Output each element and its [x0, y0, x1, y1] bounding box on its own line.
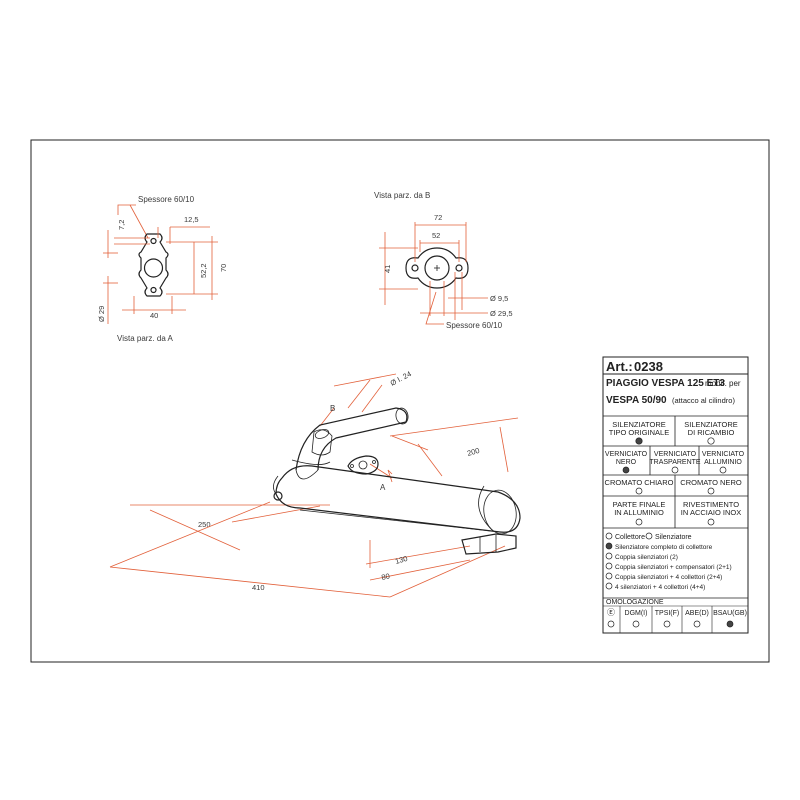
- aluminium-end-checkbox[interactable]: [635, 518, 643, 526]
- chrome-black-label: CROMATO NERO: [680, 478, 742, 487]
- model-line-2: VESPA 50/90: [606, 395, 667, 406]
- homologation-tpsi-checkbox[interactable]: [663, 620, 671, 628]
- option-pair-comp-label: Coppia silenziatori + compensatori (2+1): [615, 564, 732, 571]
- homologation-abe-label: ABE(D): [685, 610, 709, 617]
- chrome-light-label: CROMATO CHIARO: [605, 478, 674, 487]
- homologation-title: OMOLOGAZIONE: [606, 599, 664, 606]
- muffler-isometric: Ø I. 24 200 250 410 130 80: [109, 369, 521, 598]
- option-silencer-checkbox[interactable]: [645, 532, 653, 540]
- original-silencer-label-2: TIPO ORIGINALE: [609, 428, 669, 437]
- view-a-caption: Vista parz. da A: [117, 334, 174, 343]
- option-complete-label: Silenziatore completo di collettore: [615, 544, 713, 551]
- original-silencer-checkbox[interactable]: [635, 437, 643, 445]
- homologation-tpsi-label: TPSI(F): [655, 610, 680, 617]
- steel-cover-label-1: RIVESTIMENTO: [683, 500, 739, 509]
- view-a-dim-70: 70: [219, 264, 228, 272]
- homologation-abe-checkbox[interactable]: [693, 620, 701, 628]
- view-b-dim-41: 41: [383, 265, 392, 273]
- option-pair-comp-checkbox[interactable]: [605, 562, 613, 570]
- view-a-dim-40: 40: [150, 311, 158, 320]
- muffler-mount-flange: [347, 455, 379, 475]
- homologation-dgm-checkbox[interactable]: [632, 620, 640, 628]
- dim-80: 80: [381, 571, 391, 582]
- replacement-silencer-label-1: SILENZIATORE: [684, 420, 738, 429]
- art-prefix: Art.:: [606, 359, 633, 374]
- homologation-bsau-checkbox[interactable]: [726, 620, 734, 628]
- title-block: Art.: 0238 PIAGGIO VESPA 125 ET3 modif. …: [602, 356, 749, 634]
- view-marker-b: B: [330, 404, 335, 413]
- homologation-e-checkbox[interactable]: [607, 620, 615, 628]
- view-b-flange: Vista parz. da B 72 52 41 Ø 9,5 Ø 29,5 S…: [374, 191, 513, 330]
- view-b-flange-outline: [405, 247, 469, 289]
- view-a-dim-12-5: 12,5: [184, 215, 199, 224]
- steel-cover-label-2: IN ACCIAIO INOX: [681, 508, 741, 517]
- option-silencer-label: Silenziatore: [655, 534, 692, 541]
- dim-inner-diameter: Ø I. 24: [389, 369, 413, 388]
- model-line-1: PIAGGIO VESPA 125 ET3: [606, 378, 725, 389]
- model-line-1-rest: modif. per: [705, 379, 741, 388]
- replacement-silencer-checkbox[interactable]: [707, 437, 715, 445]
- view-b-dim-72: 72: [434, 213, 442, 222]
- steel-cover-checkbox[interactable]: [707, 518, 715, 526]
- art-number: 0238: [634, 359, 663, 374]
- original-silencer-label-1: SILENZIATORE: [612, 420, 666, 429]
- option-collector-checkbox[interactable]: [605, 532, 613, 540]
- dim-200: 200: [466, 446, 481, 458]
- muffler-body: [275, 465, 521, 533]
- dim-250: 250: [198, 520, 211, 529]
- finish-clear-label-1: VERNICIATO: [654, 451, 697, 458]
- homologation-bsau-label: BSAU(GB): [713, 610, 747, 617]
- view-a-dim-52-2: 52,2: [199, 263, 208, 278]
- option-complete-checkbox[interactable]: [605, 542, 613, 550]
- option-4-4-label: 4 silenziatori + 4 collettori (4+4): [615, 584, 705, 591]
- view-b-dim-d9-5: Ø 9,5: [490, 294, 508, 303]
- option-collector-label: Collettore: [615, 534, 645, 541]
- finish-aluminium-checkbox[interactable]: [719, 466, 727, 474]
- view-marker-a: A: [380, 483, 386, 492]
- replacement-silencer-label-2: DI RICAMBIO: [688, 428, 735, 437]
- finish-aluminium-label-2: ALLUMINIO: [704, 459, 742, 466]
- option-pair-4-checkbox[interactable]: [605, 572, 613, 580]
- option-4-4-checkbox[interactable]: [605, 582, 613, 590]
- view-a-dim-7-2: 7,2: [117, 220, 126, 230]
- view-b-caption: Vista parz. da B: [374, 191, 430, 200]
- option-pair-label: Coppia silenziatori (2): [615, 554, 678, 561]
- dim-410: 410: [252, 583, 265, 592]
- view-a-dim-d29: Ø 29: [97, 306, 106, 322]
- view-b-dim-52: 52: [432, 231, 440, 240]
- view-a-thickness-label: Spessore 60/10: [138, 195, 195, 204]
- chrome-black-checkbox[interactable]: [707, 487, 715, 495]
- view-b-dim-d29-5: Ø 29,5: [490, 309, 513, 318]
- aluminium-end-label-1: PARTE FINALE: [613, 500, 666, 509]
- finish-black-label-1: VERNICIATO: [605, 451, 648, 458]
- view-a-flange: Spessore 60/10 7,2 12,5 52,2 70 Ø 29 40 …: [97, 195, 228, 343]
- homologation-dgm-label: DGM(I): [625, 610, 648, 617]
- view-a-flange-outline: [138, 233, 169, 297]
- option-pair-checkbox[interactable]: [605, 552, 613, 560]
- homologation-e-label: Ⓔ: [607, 608, 615, 617]
- option-pair-4-label: Coppia silenziatori + 4 collettori (2+4): [615, 574, 722, 581]
- view-b-thickness-label: Spessore 60/10: [446, 321, 503, 330]
- dim-130: 130: [394, 554, 409, 566]
- sheet-frame: [30, 139, 770, 663]
- muffler-inlet-pipe: [295, 407, 408, 471]
- aluminium-end-label-2: IN ALLUMINIO: [614, 508, 664, 517]
- finish-aluminium-label-1: VERNICIATO: [702, 451, 745, 458]
- finish-clear-checkbox[interactable]: [671, 466, 679, 474]
- model-line-2-rest: (attacco al cilindro): [672, 396, 735, 405]
- finish-clear-label-2: TRASPARENTE: [649, 459, 701, 466]
- chrome-light-checkbox[interactable]: [635, 487, 643, 495]
- muffler-rear-bracket: [461, 533, 517, 555]
- finish-black-label-2: NERO: [616, 459, 637, 466]
- finish-black-checkbox[interactable]: [622, 466, 630, 474]
